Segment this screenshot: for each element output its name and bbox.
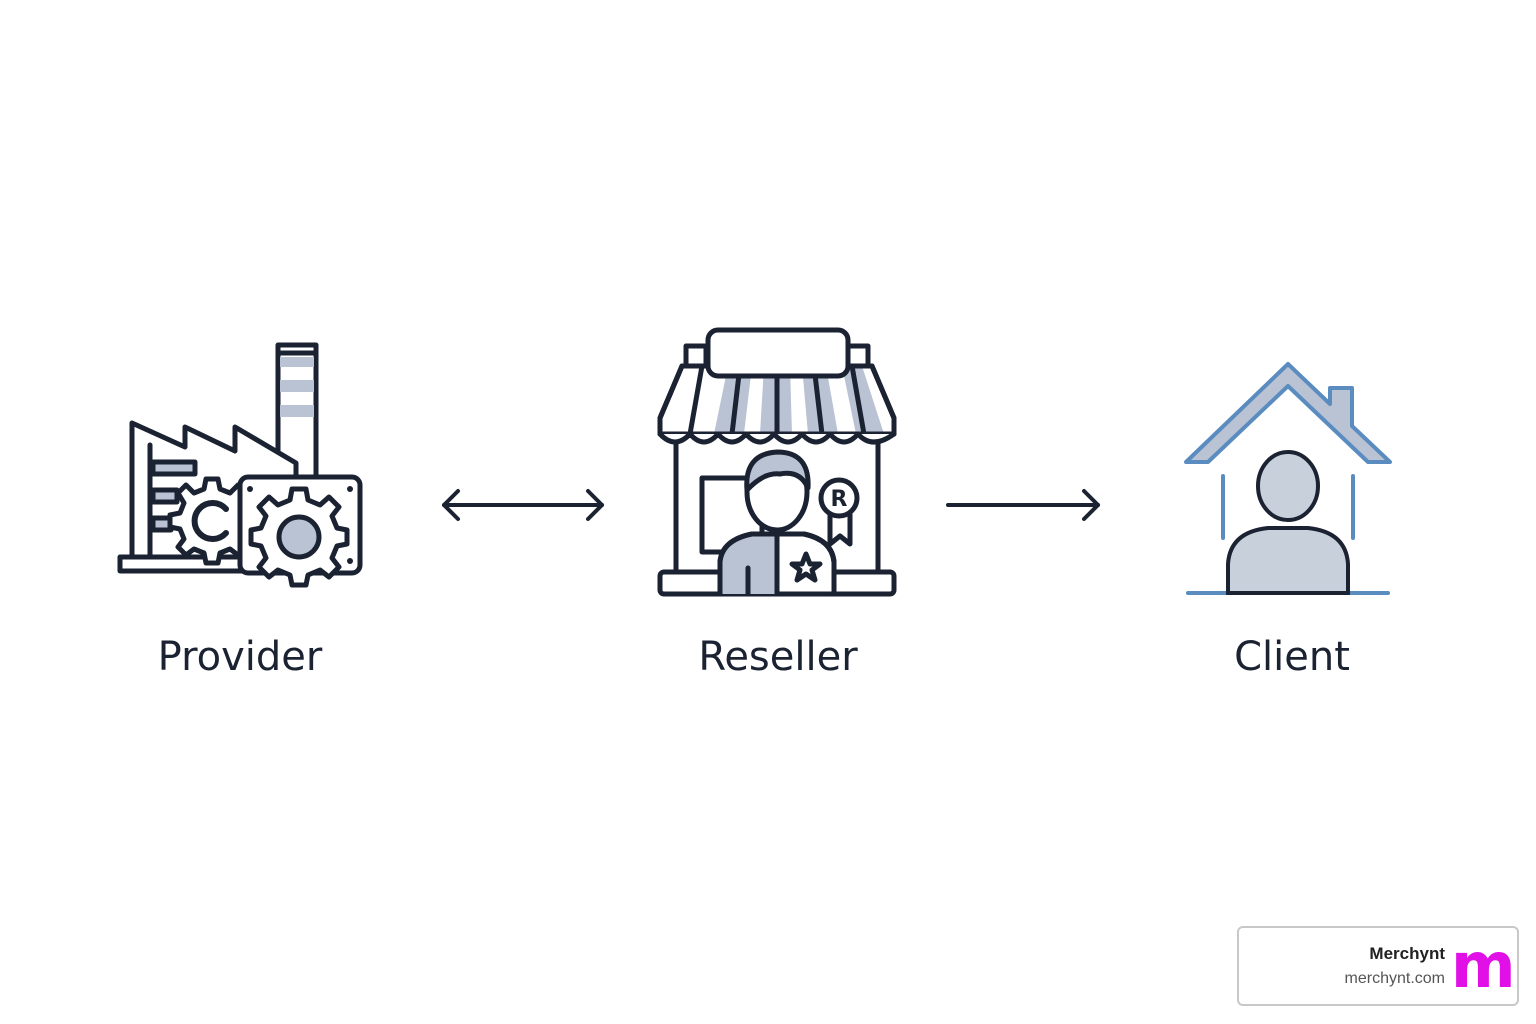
storefront-person-icon: R <box>652 322 904 604</box>
svg-text:R: R <box>831 487 848 512</box>
reseller-label: Reseller <box>698 634 858 680</box>
watermark-url: merchynt.com <box>1344 970 1445 987</box>
merchynt-watermark[interactable]: Merchynt merchynt.com m <box>1237 926 1519 1006</box>
merchynt-logo-icon: m <box>1451 929 1516 1002</box>
factory-gears-icon <box>110 335 370 588</box>
client-label: Client <box>1234 634 1350 680</box>
forward-arrow-icon <box>942 487 1104 523</box>
house-person-icon <box>1182 358 1394 598</box>
bidirectional-arrow-icon <box>438 487 608 523</box>
provider-label: Provider <box>157 634 323 680</box>
watermark-name: Merchynt <box>1369 944 1445 963</box>
